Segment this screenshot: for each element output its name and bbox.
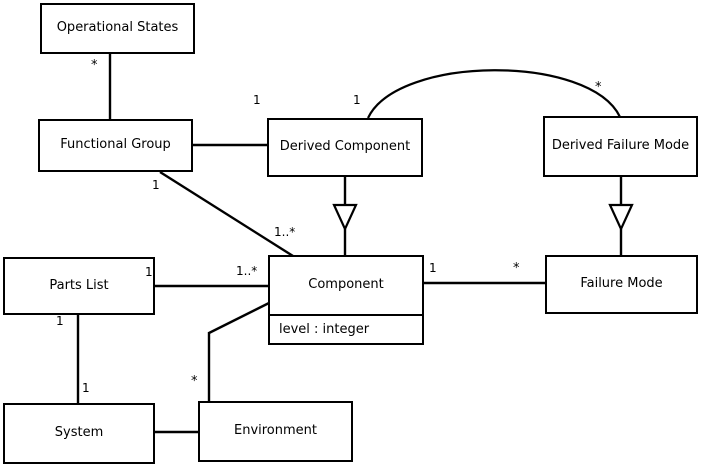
- class-box-component[interactable]: Component level : integer: [268, 255, 424, 345]
- multiplicity-parts-list-system-top: 1: [56, 314, 64, 328]
- class-box-system[interactable]: System: [3, 403, 155, 464]
- connector-functional-group-component: [159, 170, 294, 258]
- multiplicity-parts-list-component: 1..*: [236, 264, 258, 278]
- multiplicity-environment-component: *: [191, 374, 198, 389]
- class-name-operational-states: Operational States: [56, 20, 179, 36]
- class-name-component: Component: [308, 277, 384, 293]
- multiplicity-parts-list-right: 1: [145, 265, 153, 279]
- class-name-derived-failure-mode: Derived Failure Mode: [551, 138, 690, 154]
- class-attribute-component-level: level : integer: [270, 314, 422, 343]
- class-name-functional-group: Functional Group: [60, 137, 171, 153]
- class-box-environment[interactable]: Environment: [198, 401, 353, 462]
- class-box-operational-states[interactable]: Operational States: [40, 3, 195, 54]
- multiplicity-functional-group-derived-component: 1: [253, 93, 261, 107]
- connector-derived-component-derived-failure-mode: [367, 69, 621, 119]
- class-box-derived-component[interactable]: Derived Component: [267, 118, 423, 177]
- multiplicity-component-failure-mode-target: *: [513, 261, 520, 276]
- class-name-parts-list: Parts List: [49, 277, 109, 293]
- class-name-derived-component: Derived Component: [279, 139, 411, 155]
- generalization-triangle-derived-failure-mode: [608, 203, 634, 232]
- class-name-failure-mode: Failure Mode: [580, 276, 663, 292]
- class-box-failure-mode[interactable]: Failure Mode: [545, 255, 698, 314]
- class-box-derived-failure-mode[interactable]: Derived Failure Mode: [543, 116, 698, 177]
- multiplicity-functional-group-component-source: 1: [152, 178, 160, 192]
- class-name-environment: Environment: [233, 423, 317, 439]
- class-box-functional-group[interactable]: Functional Group: [38, 119, 193, 172]
- multiplicity-functional-group-component-target: 1..*: [274, 225, 296, 239]
- multiplicity-derived-failure-mode-curve-end: *: [595, 80, 602, 95]
- multiplicity-derived-component-curve-start: 1: [353, 93, 361, 107]
- class-name-system: System: [54, 425, 104, 441]
- connector-environment-component-diagonal: [208, 301, 270, 335]
- multiplicity-operational-states-functional-group: *: [91, 58, 98, 73]
- multiplicity-component-failure-mode-source: 1: [429, 261, 437, 275]
- class-box-parts-list[interactable]: Parts List: [3, 257, 155, 315]
- multiplicity-parts-list-system-bottom: 1: [82, 381, 90, 395]
- generalization-triangle-derived-component: [332, 203, 358, 232]
